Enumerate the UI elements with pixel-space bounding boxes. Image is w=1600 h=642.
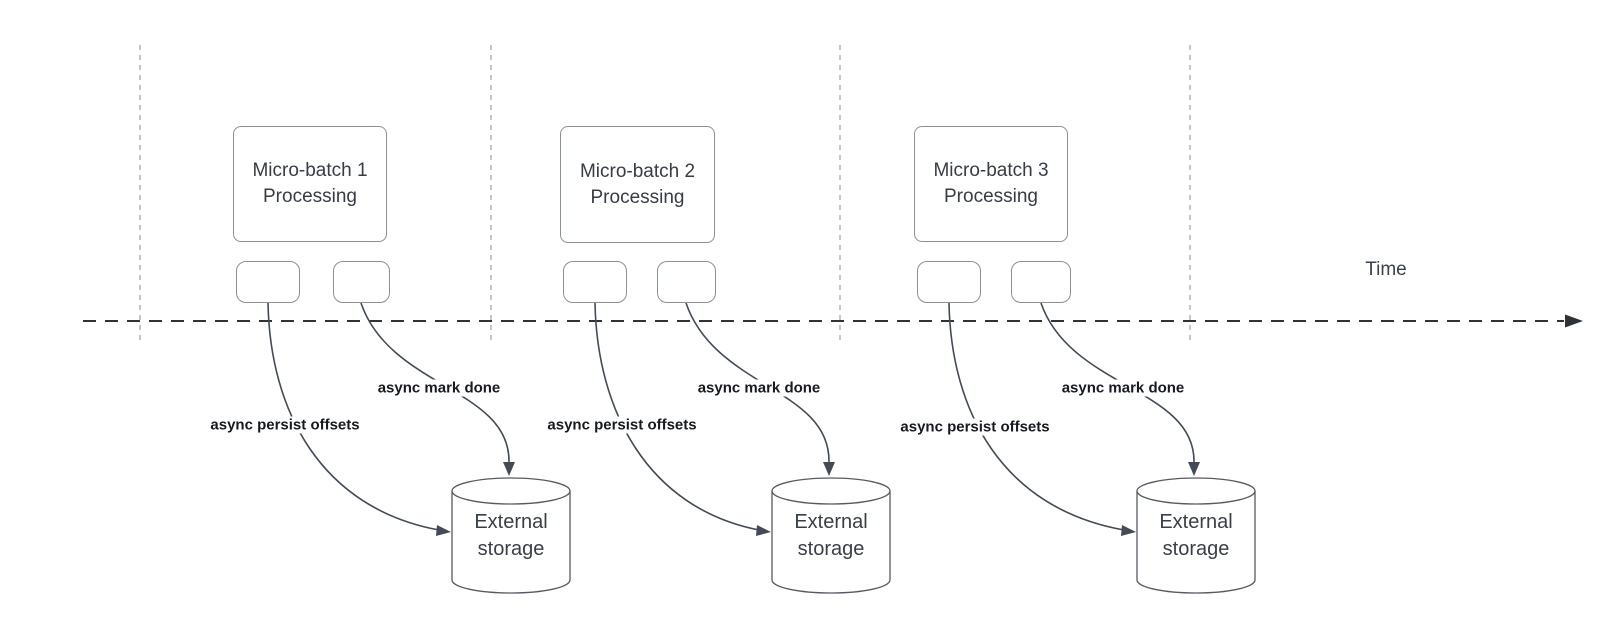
micro-batch-1-box: Micro-batch 1 Processing xyxy=(233,126,387,242)
persist-offsets-label-2: async persist offsets xyxy=(544,416,700,434)
persist-offsets-arrow-1 xyxy=(267,302,440,531)
time-axis-arrowhead xyxy=(1565,314,1583,328)
persist-offsets-arrowhead-3 xyxy=(1121,525,1136,536)
micro-batch-3-box-line1: Micro-batch 3 xyxy=(933,160,1049,181)
micro-batch-2-box-line2: Processing xyxy=(590,186,685,208)
mark-done-task-rect-3 xyxy=(1011,261,1071,303)
mark-done-task-rect-2 xyxy=(657,261,716,303)
external-storage-cylinder-2 xyxy=(771,477,891,594)
mark-done-label-3: async mark done xyxy=(1058,379,1188,397)
persist-offsets-task-rect-3 xyxy=(917,261,981,303)
mark-done-arrowhead-1 xyxy=(503,462,515,476)
persist-offsets-arrowhead-1 xyxy=(436,525,451,536)
persist-offsets-label-3: async persist offsets xyxy=(897,418,1053,436)
micro-batch-3-box: Micro-batch 3 Processing xyxy=(914,126,1068,242)
time-axis-label: Time xyxy=(1365,259,1407,280)
persist-offsets-label-1: async persist offsets xyxy=(207,416,363,434)
micro-batch-2-box-line1: Micro-batch 2 xyxy=(579,160,696,182)
mark-done-label-1: async mark done xyxy=(374,379,504,397)
persist-offsets-arrowhead-2 xyxy=(756,525,771,536)
micro-batch-3-box-line2: Processing xyxy=(944,186,1038,207)
persist-offsets-arrow-3 xyxy=(948,302,1125,531)
persist-offsets-task-rect-1 xyxy=(236,261,300,303)
micro-batch-2-box: Micro-batch 2 Processing xyxy=(560,126,715,243)
external-storage-cylinder-3 xyxy=(1136,477,1256,594)
mark-done-label-2: async mark done xyxy=(694,379,824,397)
mark-done-task-rect-1 xyxy=(333,261,390,303)
persist-offsets-task-rect-2 xyxy=(563,261,627,303)
external-storage-cylinder-1 xyxy=(451,477,571,594)
micro-batch-1-box-line1: Micro-batch 1 xyxy=(252,160,368,181)
mark-done-arrowhead-2 xyxy=(823,462,835,476)
mark-done-arrowhead-3 xyxy=(1188,462,1200,476)
micro-batch-1-box-line2: Processing xyxy=(263,186,357,207)
persist-offsets-arrow-2 xyxy=(594,302,760,531)
